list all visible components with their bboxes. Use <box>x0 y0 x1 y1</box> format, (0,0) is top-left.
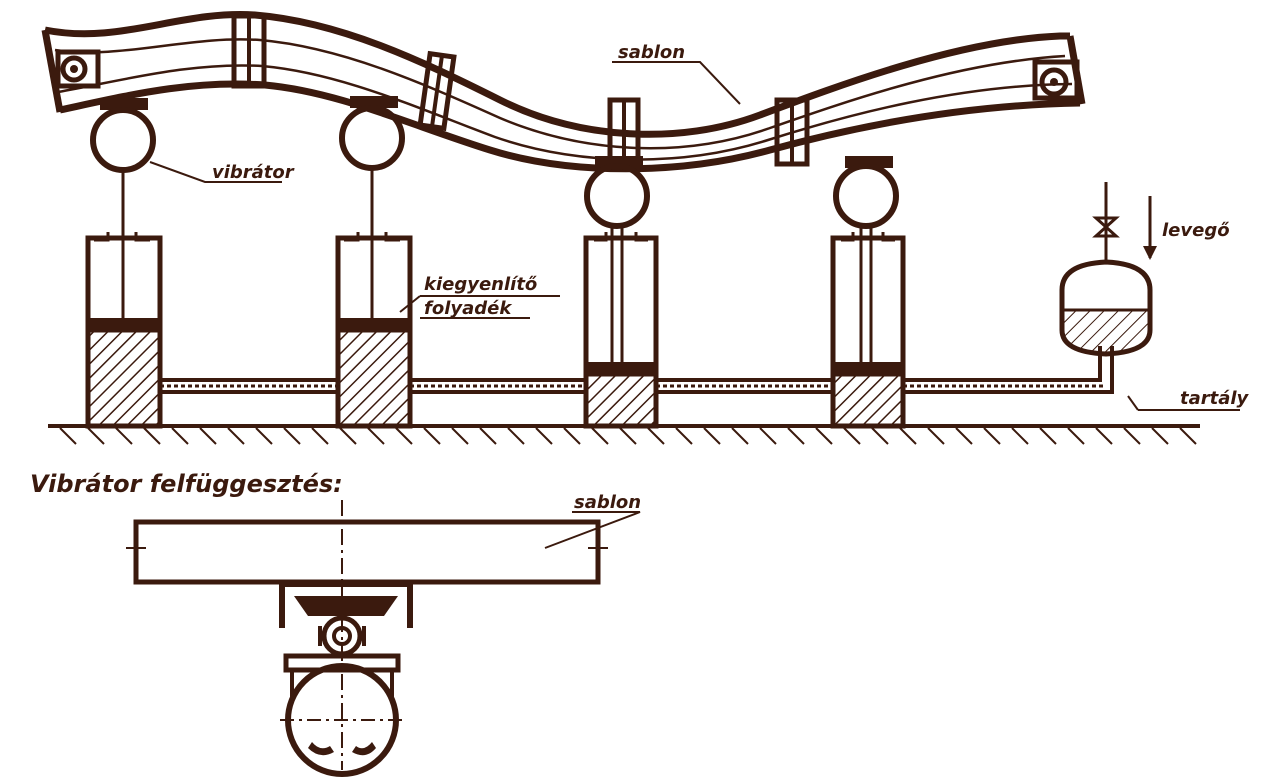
suspension-detail <box>126 500 608 777</box>
label-sablon-top: sablon <box>618 42 685 63</box>
ground-line <box>48 424 1200 445</box>
reservoir-tank <box>1059 182 1157 357</box>
connecting-pipe <box>160 346 1114 394</box>
leader-lines <box>149 61 1240 549</box>
template-beam <box>41 11 1086 173</box>
label-kiegyenlito: kiegyenlítő <box>424 274 537 295</box>
vibrator-unit-2 <box>335 96 413 429</box>
label-levego: levegő <box>1162 220 1230 241</box>
vibrator-unit-3 <box>583 156 659 429</box>
label-folyadek: folyadék <box>424 298 512 319</box>
vibrator-unit-4 <box>830 156 906 429</box>
label-tartaly: tartály <box>1180 388 1250 409</box>
section-title: Vibrátor felfüggesztés: <box>30 470 343 498</box>
vibrator-unit-1 <box>85 98 163 429</box>
label-vibrator: vibrátor <box>212 162 295 183</box>
label-sablon-bottom: sablon <box>574 492 641 513</box>
